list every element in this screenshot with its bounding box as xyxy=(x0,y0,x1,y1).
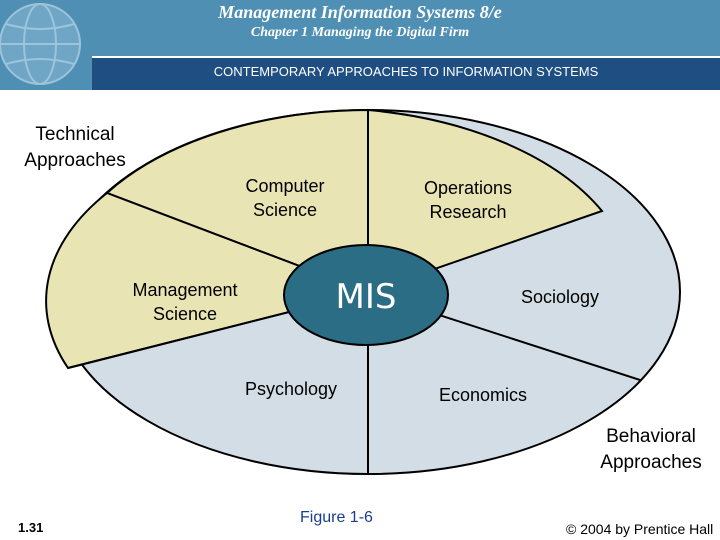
technical-region-2 xyxy=(367,108,604,294)
technical-region xyxy=(105,108,369,294)
header-band xyxy=(0,0,720,56)
technical-approaches-label: Technical Approaches xyxy=(24,124,126,171)
section-title: CONTEMPORARY APPROACHES TO INFORMATION S… xyxy=(213,64,599,79)
psychology-label: Psychology xyxy=(244,379,338,399)
computer-science-label: Computer Science xyxy=(245,176,325,221)
mis-label: MIS xyxy=(336,277,397,317)
operations-research-label: Operations Research xyxy=(423,178,513,223)
globe-icon xyxy=(0,0,92,90)
sociology-label: Sociology xyxy=(520,287,600,307)
figure-label: Figure 1-6 xyxy=(300,509,373,526)
slide-header: Management Information Systems 8/e Chapt… xyxy=(0,0,720,90)
technical-region-3 xyxy=(45,191,372,370)
copyright-text: © 2004 by Prentice Hall xyxy=(566,521,714,537)
subheader-band xyxy=(92,56,720,90)
management-science-label: Management Science xyxy=(132,280,238,325)
economics-label: Economics xyxy=(438,385,528,405)
book-title: Management Information Systems 8/e xyxy=(218,2,502,22)
slide-number: 1.31 xyxy=(18,520,44,535)
mis-circle xyxy=(283,244,449,346)
chapter-title: Chapter 1 Managing the Digital Firm xyxy=(250,25,470,40)
behavioral-approaches-label: Behavioral Approaches xyxy=(600,426,702,473)
